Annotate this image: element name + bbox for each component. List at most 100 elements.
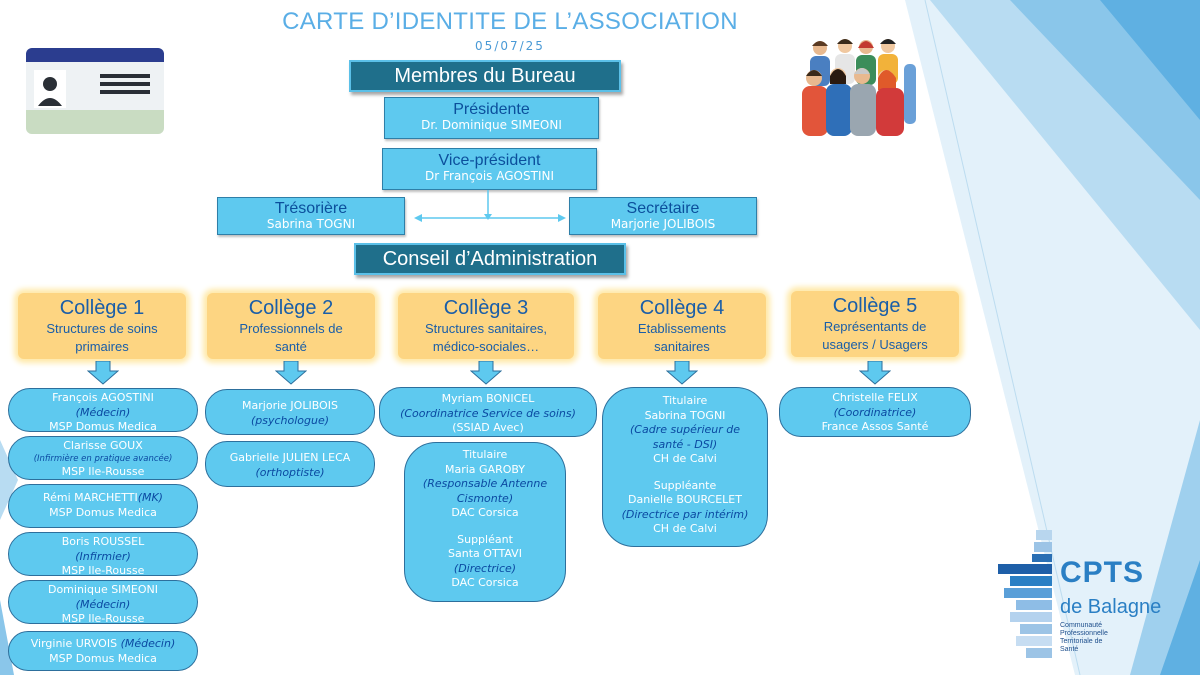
college-1-member: Virginie URVOIS (Médecin) MSP Domus Medi… — [8, 631, 198, 671]
college-1-desc-line1: Structures de soins — [46, 321, 158, 336]
college-1-member: Dominique SIMEONI (Médecin) MSP Ile-Rous… — [8, 580, 198, 626]
member-name-line: Virginie URVOIS (Médecin) — [9, 637, 197, 652]
college-5-name: Collège 5 — [832, 295, 918, 317]
member-role: (Coordinatrice) — [833, 405, 917, 419]
member-role: (Infirmière en pratique avancée) — [33, 453, 173, 464]
logo-name: CPTS — [1060, 556, 1145, 589]
member-role: (Infirmier) — [75, 549, 131, 563]
member-name: Virginie URVOIS — [30, 637, 118, 650]
logo-subtitle-line: Communauté — [1060, 622, 1103, 629]
conseil-heading: Conseil d’Administration — [354, 243, 626, 275]
member-role: (psychologue) — [250, 413, 330, 427]
vice-president-role: Vice-président — [438, 152, 541, 169]
secretaire-name: Marjorie JOLIBOIS — [610, 217, 716, 232]
college-4-desc-line2: sanitaires — [654, 339, 710, 355]
member-org: MSP Domus Medica — [49, 420, 157, 434]
college-5-member: Christelle FELIX (Coordinatrice) France … — [779, 387, 971, 437]
bureau-connector — [414, 190, 566, 222]
college-1-member: Clarisse GOUX (Infirmière en pratique av… — [8, 436, 198, 480]
logo-subtitle-line: Santé — [1060, 646, 1079, 653]
suppleant-name: Santa OTTAVI — [448, 547, 522, 561]
college-1-member: François AGOSTINI (Médecin) MSP Domus Me… — [8, 388, 198, 434]
titulaire-org: CH de Calvi — [653, 452, 717, 466]
college-5-desc-line1: Représentants de — [823, 319, 927, 334]
member-name: Marjorie JOLIBOIS — [242, 399, 338, 412]
president-name: Dr. Dominique SIMEONI — [421, 118, 562, 133]
president-role: Présidente — [453, 101, 530, 118]
member-role: (Médecin) — [120, 637, 176, 650]
titulaire-label: Titulaire — [462, 448, 508, 461]
logo-subtitle-line: Professionnelle — [1060, 630, 1108, 637]
vice-president-box: Vice-président Dr François AGOSTINI — [382, 148, 597, 190]
college-2-name: Collège 2 — [248, 297, 334, 319]
logo-place: de Balagne — [1060, 596, 1162, 618]
college-5-box: Collège 5 Représentants de usagers / Usa… — [791, 291, 959, 357]
page-title: CARTE D’IDENTITE DE L’ASSOCIATION — [282, 8, 738, 35]
member-role: (orthoptiste) — [255, 465, 325, 479]
college-2-desc-line1: Professionnels de — [239, 321, 343, 336]
member-org: MSP Ile-Rousse — [61, 564, 145, 578]
college-4-representatives: Titulaire Sabrina TOGNI (Cadre supérieur… — [602, 387, 768, 547]
suppleant-label: Suppléante — [653, 478, 717, 492]
college-4-box: Collège 4 Etablissements sanitaires — [598, 293, 766, 359]
titulaire-role-line1: (Cadre supérieur de — [629, 423, 741, 437]
member-org: MSP Ile-Rousse — [61, 464, 145, 478]
member-org: France Assos Santé — [821, 420, 929, 434]
suppleant-role: (Directrice) — [453, 561, 517, 575]
member-role: (Médecin) — [75, 405, 131, 419]
suppleant-role: (Directrice par intérim) — [621, 507, 749, 521]
tresoriere-box: Trésorière Sabrina TOGNI — [217, 197, 405, 235]
member-name: Clarisse GOUX — [63, 439, 143, 452]
college-3-name: Collège 3 — [443, 297, 529, 319]
member-name-line: Rémi MARCHETTI(MK) — [9, 491, 197, 506]
suppleant-label: Suppléant — [457, 532, 513, 546]
member-name: Gabrielle JULIEN LECA — [229, 451, 351, 464]
titulaire-name: Sabrina TOGNI — [644, 408, 726, 422]
college-2-desc-line2: santé — [275, 339, 307, 355]
member-name: Myriam BONICEL — [441, 392, 535, 405]
bureau-heading: Membres du Bureau — [349, 60, 621, 92]
college-3-representatives: Titulaire Maria GAROBY (Responsable Ante… — [404, 442, 566, 602]
arrow-down-icon — [859, 361, 891, 385]
college-3-desc-line2: médico-sociales… — [432, 339, 540, 355]
member-name: Boris ROUSSEL — [61, 535, 145, 548]
college-2-member: Marjorie JOLIBOIS (psychologue) — [205, 389, 375, 435]
member-role: (MK) — [137, 491, 163, 504]
member-name: François AGOSTINI — [52, 391, 154, 404]
college-3-desc-line1: Structures sanitaires, — [424, 321, 548, 336]
page-date: 05/07/25 — [475, 39, 545, 53]
college-1-member: Boris ROUSSEL (Infirmier) MSP Ile-Rousse — [8, 532, 198, 578]
titulaire-name: Maria GAROBY — [444, 462, 526, 476]
college-3-box: Collège 3 Structures sanitaires, médico-… — [398, 293, 574, 359]
secretaire-role: Secrétaire — [626, 200, 700, 217]
arrow-down-icon — [470, 361, 502, 385]
member-org: MSP Ile-Rousse — [61, 612, 145, 626]
member-org: (SSIAD Avec) — [452, 421, 524, 435]
arrow-down-icon — [666, 361, 698, 385]
member-org: MSP Domus Medica — [49, 505, 157, 519]
college-5-desc-line2: usagers / Usagers — [822, 337, 928, 353]
people-group-icon — [802, 39, 916, 136]
titulaire-role-line1: (Responsable Antenne — [422, 477, 548, 491]
logo-subtitle: Communauté Professionnelle Territoriale … — [1060, 622, 1108, 654]
id-card-icon — [26, 48, 164, 134]
member-role: (Médecin) — [75, 597, 131, 611]
member-name: Rémi MARCHETTI — [43, 491, 138, 504]
college-2-box: Collège 2 Professionnels de santé — [207, 293, 375, 359]
college-4-desc-line1: Etablissements — [637, 321, 727, 336]
titulaire-role-line2: Cismonte) — [456, 491, 514, 505]
member-name: Christelle FELIX — [832, 391, 918, 404]
tresoriere-role: Trésorière — [274, 200, 348, 217]
member-name: Dominique SIMEONI — [47, 583, 159, 596]
vice-president-name: Dr François AGOSTINI — [425, 169, 554, 184]
college-1-desc-line2: primaires — [75, 339, 129, 355]
arrow-down-icon — [275, 361, 307, 385]
secretaire-box: Secrétaire Marjorie JOLIBOIS — [569, 197, 757, 235]
member-role: (Coordinatrice Service de soins) — [400, 406, 576, 420]
college-1-name: Collège 1 — [59, 297, 145, 319]
suppleant-name: Danielle BOURCELET — [628, 493, 742, 507]
college-2-member: Gabrielle JULIEN LECA (orthoptiste) — [205, 441, 375, 487]
tresoriere-name: Sabrina TOGNI — [266, 217, 356, 232]
suppleant-org: DAC Corsica — [451, 576, 519, 590]
titulaire-label: Titulaire — [662, 394, 708, 407]
